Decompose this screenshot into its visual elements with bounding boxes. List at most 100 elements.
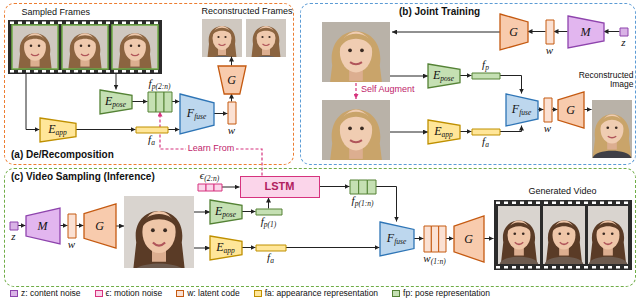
vector-cell xyxy=(256,245,286,251)
connector xyxy=(584,109,592,110)
vector-bar: fp(1:n) xyxy=(350,180,376,194)
label-text: F xyxy=(187,106,194,120)
trapezoid-shape xyxy=(180,94,214,134)
label-text: f xyxy=(482,135,485,147)
network-block: Eapp xyxy=(40,118,76,142)
subscript-text: p(1) xyxy=(264,220,277,229)
connector xyxy=(116,74,117,90)
connector xyxy=(60,225,68,226)
subscript-text: fuse xyxy=(394,237,406,246)
vector-bar: w xyxy=(228,102,236,124)
shape-outline xyxy=(136,127,168,133)
flow-arrow xyxy=(116,226,124,227)
label-group: Sampled Frames xyxy=(22,7,91,18)
label-group: fa xyxy=(148,134,155,147)
shape-outline xyxy=(424,226,446,252)
label-group: w(1:n) xyxy=(423,253,445,266)
label-group: Ffuse xyxy=(512,103,531,117)
flow-arrow xyxy=(392,32,500,33)
label-group: Epose xyxy=(105,95,126,109)
trapezoid-shape xyxy=(84,204,116,248)
trapezoid-shape xyxy=(428,120,460,144)
legend: z: content noise ϵ: motion noise w: latent… xyxy=(10,289,504,298)
network-block: M xyxy=(568,16,604,48)
shape-outline xyxy=(256,209,282,215)
vector-cell xyxy=(472,129,500,135)
connector xyxy=(231,94,232,102)
label-group: (b) Joint Training xyxy=(399,6,480,18)
trapezoid-shape xyxy=(506,94,538,126)
label-group: fa xyxy=(482,136,489,149)
reconstructed-frame xyxy=(246,14,286,62)
connector xyxy=(242,247,256,248)
legend-swatch xyxy=(392,290,400,297)
vector-bar: w xyxy=(544,98,552,122)
label-text: ϵ xyxy=(200,169,204,181)
vector-bar: w(1:n) xyxy=(424,226,446,252)
label-group: Reconstructed Image xyxy=(572,71,634,90)
label-text: Reconstructed Image xyxy=(579,70,634,89)
annotation-label: Self Augment xyxy=(361,85,415,95)
connector xyxy=(484,238,494,239)
shape-outline xyxy=(68,214,76,238)
vector-cell xyxy=(620,28,628,36)
frame-highlight xyxy=(12,25,58,69)
label-text: E xyxy=(433,68,440,82)
video-frame xyxy=(495,206,543,264)
label-text: w xyxy=(423,252,430,264)
connector xyxy=(446,238,454,239)
trapezoid-shape xyxy=(558,92,584,128)
reconstructed-frame xyxy=(202,14,242,62)
subscript-text: p(2:n) xyxy=(152,82,171,91)
shape-outline xyxy=(472,129,500,135)
connector xyxy=(18,225,26,226)
image-group: Reconstructed Frames xyxy=(200,19,288,57)
label-text: f xyxy=(482,58,485,70)
image-group: Sampled Frames xyxy=(8,20,162,74)
label-group: Eapp xyxy=(48,123,67,137)
connector xyxy=(76,225,84,226)
connector xyxy=(604,31,620,32)
vector-cell xyxy=(424,226,431,252)
generated-image xyxy=(322,11,390,93)
network-block: Eapp xyxy=(428,120,460,144)
label-group: LSTM xyxy=(265,181,295,192)
shape-outline xyxy=(544,98,552,122)
label-group: fp(1) xyxy=(261,216,277,229)
subscript-text: fuse xyxy=(519,108,531,117)
sampled-frame xyxy=(112,19,158,74)
vector-bar: w xyxy=(68,214,76,238)
vector-cell xyxy=(544,98,552,122)
legend-item: ϵ: motion noise xyxy=(95,289,163,298)
label-text: G xyxy=(227,73,236,87)
legend-item: w: latent code xyxy=(176,289,239,298)
label-text: G xyxy=(566,103,575,117)
vector-bar: z xyxy=(620,28,628,36)
label-text: w xyxy=(228,124,235,136)
subscript-text: fuse xyxy=(194,112,206,121)
label-group: G xyxy=(95,220,104,232)
flow-arrow xyxy=(390,132,428,133)
shape-outline xyxy=(472,73,500,79)
network-block: M xyxy=(26,208,60,244)
film-strip xyxy=(8,20,162,74)
connector xyxy=(26,74,40,130)
image-group: Generated Video xyxy=(494,200,632,270)
vector-cell xyxy=(350,180,359,194)
trapezoid-shape xyxy=(428,64,460,88)
label-text: E xyxy=(105,94,112,108)
connector xyxy=(414,238,424,239)
label-text: z xyxy=(621,36,625,48)
label-group: Epose xyxy=(433,69,454,83)
shape-outline xyxy=(10,222,18,230)
trapezoid-shape xyxy=(210,200,242,224)
frame-highlight xyxy=(62,25,108,69)
subscript-text: p(1:n) xyxy=(355,199,374,208)
label-text: LSTM xyxy=(265,180,295,192)
network-block: Epose xyxy=(428,64,460,88)
legend-item: z: content noise xyxy=(10,289,81,298)
label-group: Ffuse xyxy=(187,107,206,121)
connector xyxy=(222,187,240,188)
